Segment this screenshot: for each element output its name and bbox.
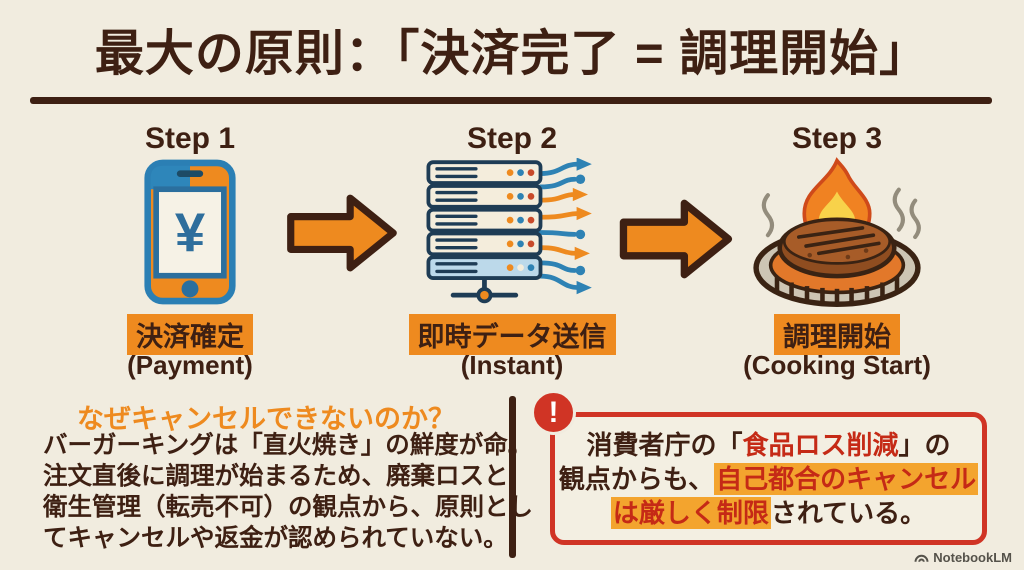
smartphone-yen-payment-icon: ¥ — [65, 156, 315, 308]
server-instant-data-icon — [387, 156, 637, 308]
step-1-caption: 決済確定 — [127, 314, 253, 355]
consumer-agency-alert-text: 消費者庁の「食品ロス削減」の観点からも、自己都合のキャンセルは厳しく制限されてい… — [558, 430, 979, 529]
step-1-label: Step 1 — [144, 122, 236, 155]
why-no-cancel-heading: なぜキャンセルできないのか？ — [77, 404, 455, 434]
watermark: NotebookLM — [914, 550, 1012, 565]
arrow-right-icon — [614, 197, 740, 286]
svg-text:¥: ¥ — [175, 202, 206, 263]
step-3-caption-en: (Cooking Start) — [743, 350, 931, 380]
notebooklm-logo-icon — [914, 552, 929, 564]
vertical-divider — [509, 396, 516, 558]
page-title: 最大の原則：「決済完了 = 調理開始」 — [94, 27, 930, 81]
consumer-agency-alert-box: 消費者庁の「食品ロス削減」の観点からも、自己都合のキャンセルは厳しく制限されてい… — [550, 412, 987, 545]
exclamation-alert-icon: ! — [531, 390, 576, 435]
step-2-label: Step 2 — [466, 122, 558, 155]
arrow-right-icon — [282, 192, 404, 279]
step-3-label: Step 3 — [791, 122, 883, 155]
step-3-column: Step 3 — [712, 122, 962, 381]
step-2-column: Step 2 — [387, 122, 637, 381]
step-1-column: Step 1 ¥ 決済確定 (Payment) — [65, 122, 315, 381]
watermark-label: NotebookLM — [933, 550, 1012, 565]
step-2-caption: 即時データ送信 — [408, 314, 616, 355]
grill-flame-cooking-icon — [712, 156, 962, 308]
step-2-caption-en: (Instant) — [460, 350, 564, 380]
step-1-caption-en: (Payment) — [127, 350, 253, 380]
title-underline — [30, 97, 992, 104]
why-no-cancel-body: バーガーキングは「直火焼き」の鮮度が命。注文直後に調理が始まるため、廃棄ロスと衛… — [43, 432, 533, 552]
step-3-caption: 調理開始 — [774, 314, 900, 355]
